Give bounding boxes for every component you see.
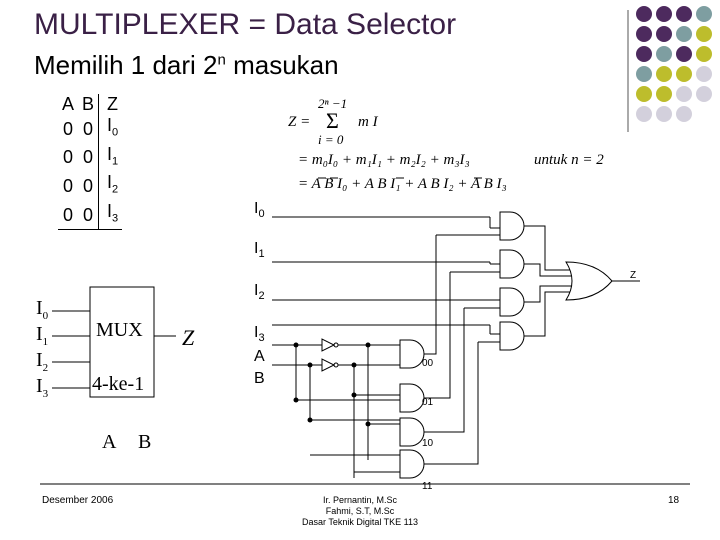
- decorative-dot: [656, 26, 672, 42]
- footer-date: Desember 2006: [42, 495, 114, 506]
- header-z: Z: [98, 94, 123, 115]
- mux-input-i3: I3: [36, 375, 49, 400]
- decorative-dot: [696, 26, 712, 42]
- mux-input-i2: I2: [36, 349, 49, 374]
- decorative-dot: [636, 106, 652, 122]
- mux-equation: 2ⁿ −1 Z = Σ m I i = 0 = m₀I₀ + m₁I₁ + m₂…: [288, 96, 628, 196]
- decorative-dot: [636, 66, 652, 82]
- decorative-dot: [656, 86, 672, 102]
- footer-author-2: Fahmi, S.T, M.Sc: [325, 506, 395, 516]
- inverter-b: [321, 358, 336, 372]
- sum-upper-limit: 2ⁿ −1: [318, 96, 348, 111]
- mux-select-a: A: [102, 431, 117, 453]
- and-gate-3: [499, 321, 525, 351]
- decoder-gate-01: [399, 383, 425, 413]
- decorative-dot: [656, 66, 672, 82]
- truth-table: A B Z 0 0 I0 0 0 I1 0 0 I2 0 0 I3: [58, 94, 123, 231]
- and-gate-1: [499, 249, 525, 279]
- footer-page-number: 18: [668, 495, 680, 506]
- decorative-dot: [656, 106, 672, 122]
- equation-untuk: untuk n = 2: [534, 152, 604, 168]
- circuit-input-i1: I1: [254, 240, 265, 261]
- gate-label-10: 10: [422, 438, 434, 449]
- decorative-dot: [656, 46, 672, 62]
- sum-symbol: Σ: [326, 108, 339, 133]
- decorative-dot: [676, 106, 692, 122]
- decorative-dot: [696, 66, 712, 82]
- slide-subtitle: Memilih 1 dari 2n masukan: [34, 50, 339, 80]
- decoder-gate-10: [399, 417, 425, 447]
- equation-line-3: = A B I₀ + A B I₁ + A B I₂ + A B I₃: [298, 176, 507, 192]
- decoder-gate-00: [399, 339, 425, 369]
- mux-name: MUX: [96, 319, 143, 341]
- equation-line-2: = m₀I₀ + m₁I₁ + m₂I₂ + m₃I₃: [298, 152, 470, 168]
- circuit-input-i3: I3: [254, 324, 265, 345]
- decorative-dot: [696, 86, 712, 102]
- footer-course: Dasar Teknik Digital TKE 113: [301, 517, 419, 527]
- decorative-dot: [676, 46, 692, 62]
- slide-title: MULTIPLEXER = Data Selector: [34, 8, 457, 41]
- decorative-dot: [676, 86, 692, 102]
- truth-table-row: 0 0 I2: [58, 172, 123, 201]
- circuit-output-z: Z: [630, 270, 637, 281]
- truth-table-row: 0 0 I0: [58, 115, 123, 144]
- decorative-dot-grid: [627, 6, 712, 132]
- inverter-a: [321, 338, 336, 352]
- sum-term: m I: [358, 114, 378, 130]
- mux-output-z: Z: [182, 325, 195, 350]
- mux-type: 4-ke-1: [92, 373, 145, 395]
- decorative-dot: [696, 46, 712, 62]
- mux-select-b: B: [138, 431, 152, 453]
- footer-credits: Ir. Pernantin, M.Sc Fahmi, S.T, M.Sc Das…: [290, 495, 430, 528]
- header-a: A: [62, 94, 75, 114]
- decorative-dot: [696, 6, 712, 22]
- sum-lower-limit: i = 0: [318, 132, 344, 147]
- and-gate-2: [499, 287, 525, 317]
- sum-lhs: Z =: [288, 114, 311, 130]
- truth-table-row: 0 0 I3: [58, 200, 123, 231]
- decorative-dot: [636, 26, 652, 42]
- circuit-input-i2: I2: [254, 282, 265, 303]
- decorative-dot: [676, 6, 692, 22]
- decorative-dot: [676, 26, 692, 42]
- circuit-input-i0: I0: [254, 200, 265, 221]
- decorative-dot: [636, 46, 652, 62]
- decorative-dot: [656, 6, 672, 22]
- gate-label-01: 01: [422, 397, 434, 408]
- gate-label-00: 00: [422, 358, 434, 369]
- truth-table-header: A B Z: [58, 94, 123, 115]
- or-gate: [565, 261, 613, 301]
- and-gate-0: [499, 211, 525, 241]
- mux-input-i1: I1: [36, 323, 49, 348]
- circuit-select-b: B: [254, 370, 265, 387]
- truth-table-row: 0 0 I1: [58, 143, 123, 173]
- gate-label-11: 11: [422, 481, 433, 492]
- footer-author-1: Ir. Pernantin, M.Sc: [322, 495, 398, 505]
- decorative-dot: [636, 86, 652, 102]
- equation-overbars: [318, 177, 482, 179]
- mux-input-i0: I0: [36, 297, 49, 322]
- header-b: B: [82, 94, 95, 114]
- decorative-dot: [636, 6, 652, 22]
- circuit-select-a: A: [254, 348, 265, 365]
- mux-block: [89, 286, 155, 398]
- decorative-dot: [676, 66, 692, 82]
- decoder-gate-11: [399, 449, 425, 479]
